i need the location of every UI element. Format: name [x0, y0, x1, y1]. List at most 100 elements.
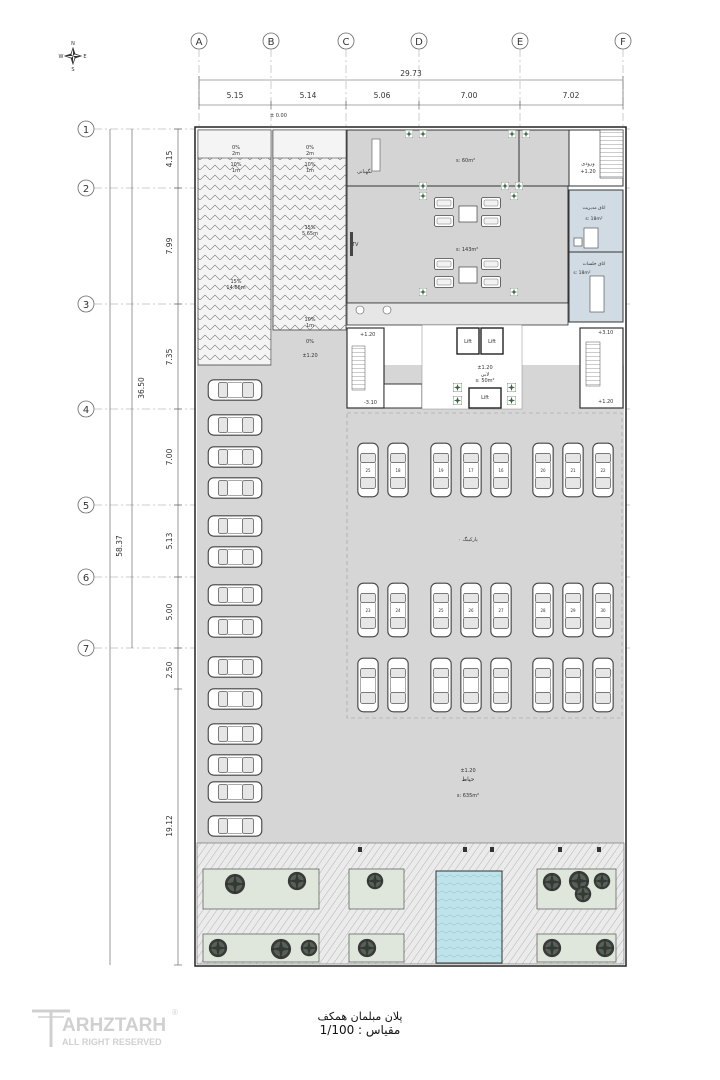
- axis-label-d: D: [415, 37, 423, 48]
- logo-reg: ®: [172, 1008, 178, 1017]
- lobby-tv: TV: [351, 242, 359, 248]
- lamp-icons: [358, 847, 601, 852]
- axis-numbers: [77, 120, 95, 657]
- stair-left-low: -3.10: [364, 400, 377, 406]
- axis-label-b: B: [268, 37, 275, 48]
- dim-v-1: 4.15: [165, 150, 174, 167]
- dim-span-de: 7.00: [461, 91, 478, 100]
- ramp3-pct: 15%: [230, 279, 241, 285]
- entrance-name: ورودی: [581, 161, 595, 167]
- axis-label-1: 1: [83, 125, 89, 136]
- axis-label-7: 7: [83, 644, 89, 655]
- lobby-furniture: [350, 130, 530, 315]
- compass-e: E: [83, 54, 86, 60]
- yard-name: حیاط: [462, 776, 475, 783]
- logo-brand: ARHZTARH: [62, 1015, 166, 1036]
- axis-label-f: F: [620, 37, 626, 48]
- axis-label-6: 6: [83, 573, 89, 584]
- dim-v-total-all: 58.37: [115, 535, 124, 557]
- car-no: 19: [438, 468, 444, 473]
- ramp2d-pct: 10%: [304, 317, 315, 323]
- ramp-flat: 0%: [306, 339, 314, 345]
- north-arrow-icon: N S E W: [59, 41, 87, 73]
- car-no: 25: [365, 468, 371, 473]
- car-no: 21: [570, 468, 576, 473]
- dim-v-5: 5.13: [165, 532, 174, 549]
- dim-v-6: 5.00: [165, 603, 174, 620]
- top-dimensions: [198, 76, 624, 109]
- lobby-area: s: 143m²: [456, 247, 478, 253]
- ramp1-pct: 0%: [232, 145, 240, 151]
- drawing-caption: پلان مبلمان همکف مقیاس : 1/100: [0, 1010, 720, 1037]
- axis-label-c: C: [343, 37, 350, 48]
- axis-label-3: 3: [83, 300, 89, 311]
- entry-level: ± 0.00: [270, 113, 287, 119]
- stair-right-level: +3.10: [598, 330, 613, 336]
- dim-v-total-upper: 36.50: [137, 377, 146, 399]
- axis-label-a: A: [196, 37, 203, 48]
- car-no: 25: [438, 608, 444, 613]
- ramp2a-len: 2m: [306, 151, 314, 157]
- ramp2d-len: 1m: [306, 323, 314, 329]
- entrance-level: +1.20: [580, 169, 595, 175]
- dim-v-8: 19.12: [165, 815, 174, 837]
- car-no: 22: [600, 468, 606, 473]
- car-no: 17: [468, 468, 474, 473]
- meeting-room: [568, 251, 624, 323]
- yard-level: ±1.20: [460, 768, 475, 774]
- drawing-title: پلان مبلمان همکف: [317, 1010, 403, 1023]
- lift-hall-name: لابی: [481, 372, 490, 378]
- lift-hall-area: s: 50m²: [475, 378, 494, 384]
- car-no: 18: [395, 468, 401, 473]
- car-no: 28: [540, 608, 546, 613]
- pool: [435, 870, 503, 964]
- manager-room-area: s: 18m²: [585, 216, 602, 222]
- compass-w: W: [59, 54, 64, 60]
- guard-room-area: s: 60m²: [456, 158, 475, 164]
- car-no: 29: [570, 608, 576, 613]
- parking-name: پارکینگ ۰: [458, 536, 478, 543]
- meeting-room-name: اتاق جلسات: [583, 262, 606, 267]
- car-no: 26: [468, 608, 474, 613]
- lift-1-label: Lift: [464, 339, 472, 345]
- dim-total-width: 29.73: [400, 69, 422, 78]
- ramp2b-len: 1m: [306, 168, 314, 174]
- logo-sub: ALL RIGHT RESERVED: [62, 1037, 162, 1047]
- dim-span-ef: 7.02: [563, 91, 580, 100]
- dim-span-ab: 5.15: [227, 91, 244, 100]
- ramp-end-level: ±1.20: [302, 353, 317, 359]
- ramp-left: [197, 129, 272, 366]
- stair-left-level: +1.20: [360, 332, 375, 338]
- ramp2c-pct: 15%: [304, 225, 315, 231]
- lift-2-label: Lift: [488, 339, 496, 345]
- dim-span-bc: 5.14: [300, 91, 317, 100]
- lobby: [346, 185, 569, 304]
- dim-v-4: 7.00: [165, 448, 174, 465]
- axis-letters: [190, 32, 632, 50]
- lift-2: [480, 327, 504, 355]
- axis-label-e: E: [517, 37, 523, 48]
- guard-room-name: نگهبانی: [357, 168, 372, 175]
- manager-room-name: اتاق مدیریت: [583, 206, 606, 211]
- ramp2-len: 1m: [232, 168, 240, 174]
- axis-label-4: 4: [83, 405, 89, 416]
- ramp3-len: 14.66m: [226, 285, 245, 291]
- car-no: 30: [600, 608, 606, 613]
- stair-right-level2: +1.20: [598, 399, 613, 405]
- lift-hall-level: ±1.20: [477, 365, 492, 371]
- yard-area: s: 635m²: [457, 793, 479, 799]
- compass-s: S: [71, 67, 74, 73]
- left-dimensions: [109, 128, 182, 966]
- lift-1: [456, 327, 480, 355]
- car-no: 20: [540, 468, 546, 473]
- ramp1-len: 2m: [232, 151, 240, 157]
- car-no: 27: [498, 608, 504, 613]
- meeting-room-area: s: 18m²: [573, 270, 590, 276]
- tarhztarh-logo: ARHZTARH ALL RIGHT RESERVED ®: [32, 1008, 178, 1047]
- dim-v-7: 2.50: [165, 661, 174, 678]
- car-no: 24: [395, 608, 401, 613]
- dim-v-2: 7.99: [165, 237, 174, 254]
- axis-label-2: 2: [83, 184, 89, 195]
- axis-label-5: 5: [83, 501, 89, 512]
